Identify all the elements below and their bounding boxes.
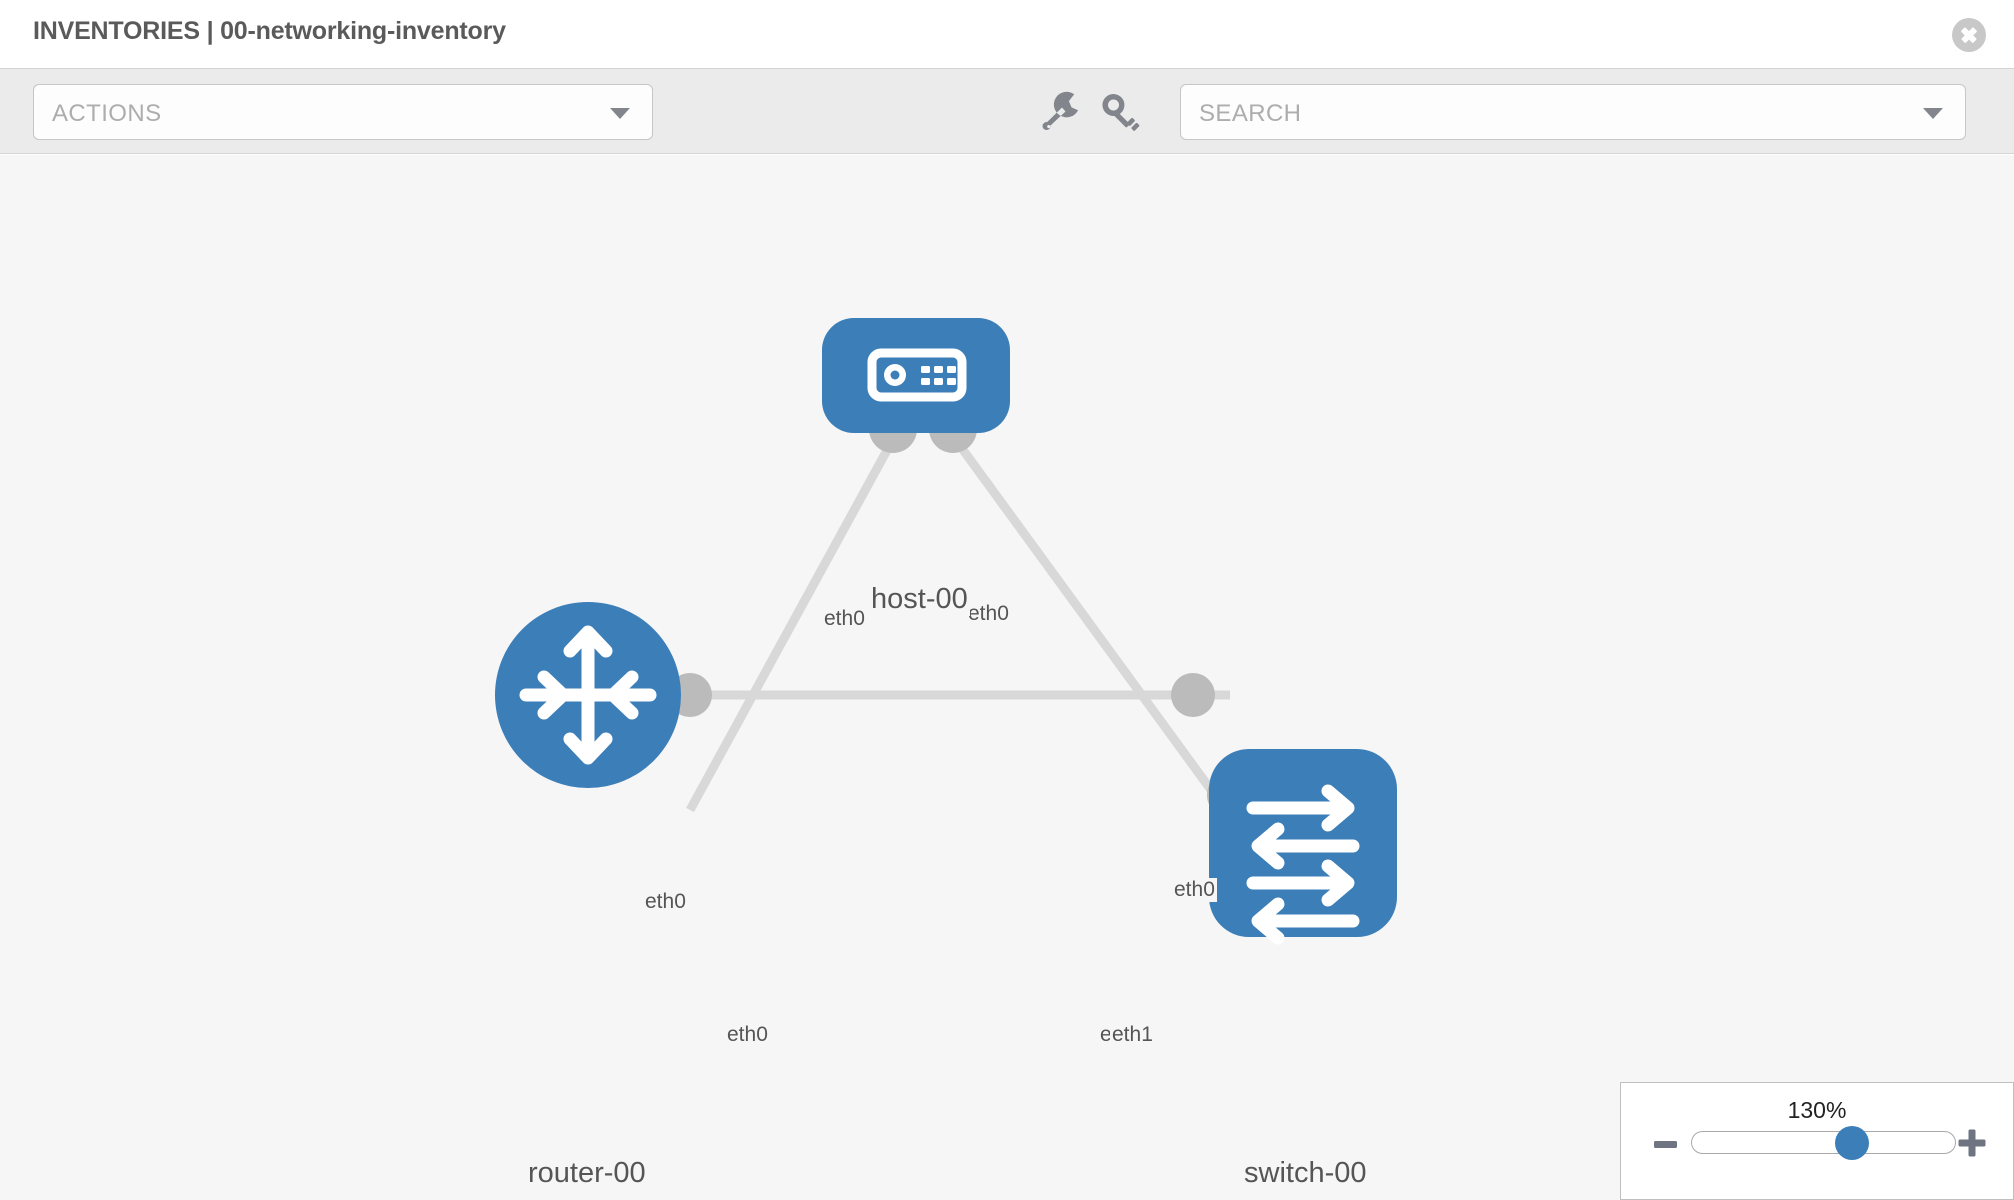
minus-icon[interactable]	[1654, 1141, 1677, 1148]
toolbar: ACTIONS SEARCH	[0, 68, 2014, 154]
switch-arrows-icon	[1246, 784, 1360, 945]
topology-graph	[495, 318, 1397, 945]
key-icon[interactable]	[1097, 89, 1141, 135]
edge-label-host-right-port: eth0	[966, 602, 1011, 626]
actions-dropdown-label: ACTIONS	[52, 100, 162, 127]
page-header: INVENTORIES | 00-networking-inventory	[0, 0, 2014, 68]
node-router-00	[495, 602, 681, 788]
actions-dropdown[interactable]: ACTIONS	[33, 84, 653, 140]
node-label-router-00: router-00	[526, 1157, 648, 1190]
node-label-host-00: host-00	[869, 583, 970, 616]
zoom-level-value: 130%	[1787, 1097, 1847, 1123]
node-switch-00	[1209, 749, 1397, 945]
router-arrows-icon	[519, 625, 657, 765]
wrench-icon[interactable]	[1041, 89, 1085, 135]
port-switch-left	[1171, 673, 1215, 717]
zoom-slider-thumb[interactable]	[1835, 1125, 1870, 1160]
search-input[interactable]: SEARCH	[1180, 84, 1966, 140]
zoom-slider[interactable]	[1691, 1125, 1956, 1160]
edge-label-host-left-port: eth0	[822, 607, 867, 631]
topology-edges	[670, 429, 1230, 813]
plus-icon[interactable]	[1958, 1129, 1985, 1156]
server-appliance-icon	[867, 348, 967, 402]
page-title: INVENTORIES | 00-networking-inventory	[33, 17, 506, 45]
topology-canvas[interactable]: eth0 eth0 eth0 eth0 eth0 eth eth1 host-0…	[0, 155, 2014, 1200]
edge-label-switch-left-port: eth1	[1110, 1023, 1155, 1047]
edge-label-router-up-port: eth0	[643, 890, 688, 914]
chevron-down-icon	[610, 108, 630, 119]
node-label-switch-00: switch-00	[1242, 1157, 1369, 1190]
edge-host-router	[686, 429, 901, 813]
edge-label-router-right-port: eth0	[725, 1023, 770, 1047]
zoom-control-panel: 130%	[1620, 1082, 2014, 1200]
node-host-00	[822, 318, 1010, 433]
search-placeholder: SEARCH	[1199, 100, 1302, 127]
chevron-down-icon	[1923, 108, 1943, 119]
close-icon[interactable]	[1952, 18, 1986, 52]
edge-host-switch	[946, 429, 1226, 808]
edge-label-switch-up-port: eth0	[1172, 878, 1217, 902]
